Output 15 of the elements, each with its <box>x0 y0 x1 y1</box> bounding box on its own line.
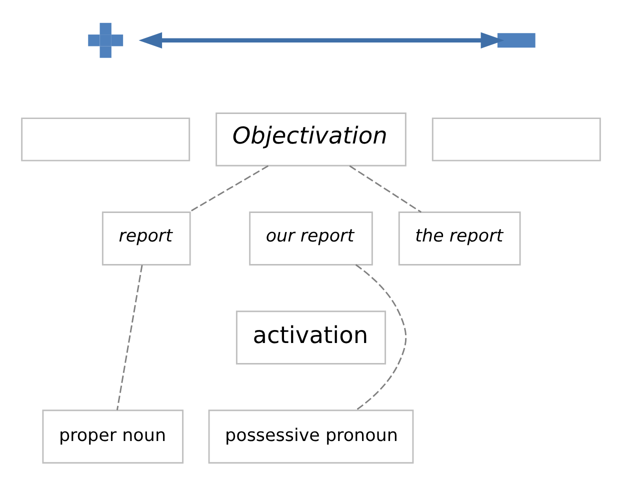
node-minus <box>497 33 536 48</box>
node-box <box>432 118 601 162</box>
connector <box>116 264 143 410</box>
node-box: possessive pronoun <box>208 410 414 464</box>
node-box: Objectivation <box>216 112 406 166</box>
connector <box>349 165 422 213</box>
connector <box>355 264 407 411</box>
node-box: the report <box>398 212 521 266</box>
node-box: our report <box>249 212 373 266</box>
node-box: activation <box>236 310 386 365</box>
connector <box>188 165 269 213</box>
node-box: report <box>102 212 191 266</box>
arrow <box>138 32 504 49</box>
node-box: proper noun <box>42 410 184 464</box>
node-box <box>21 118 190 162</box>
